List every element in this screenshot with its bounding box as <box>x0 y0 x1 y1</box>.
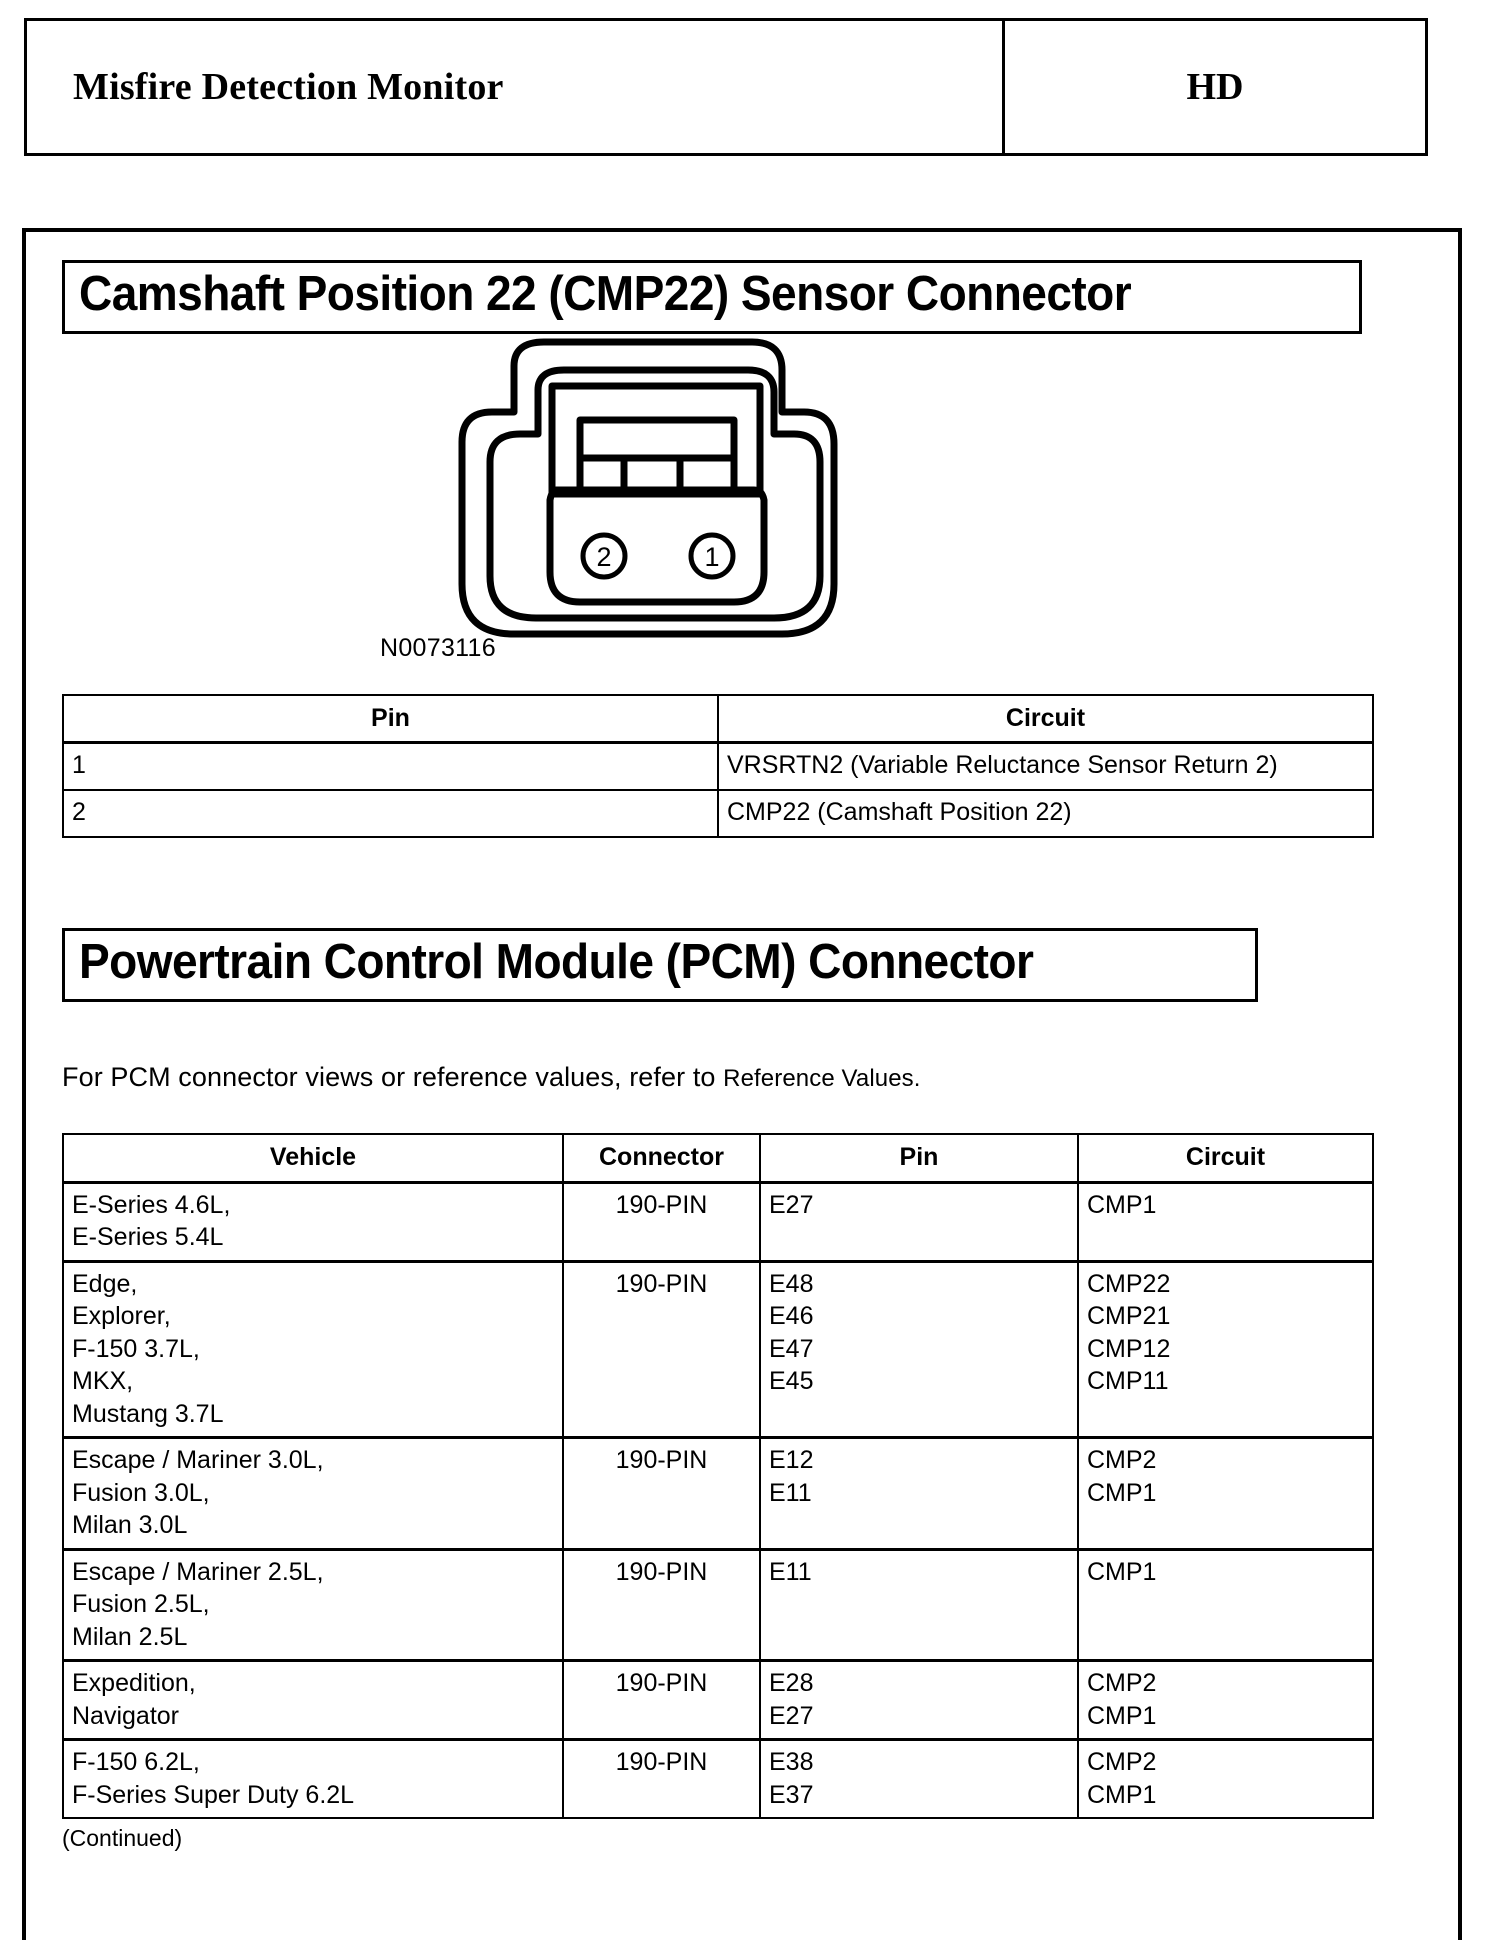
cmp22-connector-drawing: 2 1 N0073116 <box>62 334 1422 694</box>
cmp22-pin-circuit-table: Pin Circuit 1 VRSRTN2 (Variable Reluctan… <box>62 693 1374 839</box>
cell-pin: E27 <box>759 1180 1079 1263</box>
connector-illustration-svg: 2 1 <box>458 338 838 638</box>
cell-vehicle: F-150 6.2L,F-Series Super Duty 6.2L <box>62 1738 564 1820</box>
cmp22-section-heading: Camshaft Position 22 (CMP22) Sensor Conn… <box>62 260 1362 334</box>
cell-circuit: CMP1 <box>1077 1547 1374 1662</box>
page-header: Misfire Detection Monitor HD <box>24 18 1428 156</box>
col-header-circuit: Circuit <box>1077 1133 1374 1184</box>
cell-connector: 190-PIN <box>562 1180 761 1263</box>
table-row: 1 VRSRTN2 (Variable Reluctance Sensor Re… <box>62 741 1374 792</box>
col-header-connector: Connector <box>562 1133 761 1184</box>
pcm-reference-note: For PCM connector views or reference val… <box>62 1062 1422 1093</box>
content-column: Camshaft Position 22 (CMP22) Sensor Conn… <box>62 232 1422 1852</box>
cmp22-heading-text: Camshaft Position 22 (CMP22) Sensor Conn… <box>79 267 1132 321</box>
pcm-note-lead: For PCM connector views or reference val… <box>62 1062 724 1093</box>
cell-vehicle: Edge,Explorer,F-150 3.7L,MKX,Mustang 3.7… <box>62 1259 564 1439</box>
page-title-cell: Misfire Detection Monitor <box>27 21 1005 153</box>
pin-markers: 2 1 <box>580 532 736 580</box>
table-header-row: Vehicle Connector Pin Circuit <box>62 1133 1374 1184</box>
table-row: Edge,Explorer,F-150 3.7L,MKX,Mustang 3.7… <box>62 1259 1374 1439</box>
pin-1-label: 1 <box>704 542 719 572</box>
col-header-vehicle: Vehicle <box>62 1133 564 1184</box>
drawing-part-number: N0073116 <box>380 633 496 662</box>
pin-2-circle <box>580 532 628 580</box>
cell-vehicle: Escape / Mariner 2.5L,Fusion 2.5L,Milan … <box>62 1547 564 1662</box>
cell-pin: E11 <box>759 1547 1079 1662</box>
page-title: Misfire Detection Monitor <box>73 66 504 108</box>
cell-circuit: VRSRTN2 (Variable Reluctance Sensor Retu… <box>717 741 1374 792</box>
cell-vehicle: Expedition,Navigator <box>62 1659 564 1741</box>
cell-vehicle: Escape / Mariner 3.0L,Fusion 3.0L,Milan … <box>62 1436 564 1551</box>
table-header-row: Pin Circuit <box>62 693 1374 745</box>
table-row: Escape / Mariner 2.5L,Fusion 2.5L,Milan … <box>62 1547 1374 1662</box>
cell-connector: 190-PIN <box>562 1259 761 1439</box>
col-header-pin: Pin <box>62 693 719 745</box>
col-header-circuit: Circuit <box>717 693 1374 745</box>
cell-connector: 190-PIN <box>562 1436 761 1551</box>
pin-1-circle <box>688 532 736 580</box>
page-body: Camshaft Position 22 (CMP22) Sensor Conn… <box>22 228 1462 1940</box>
cell-vehicle: E-Series 4.6L,E-Series 5.4L <box>62 1180 564 1263</box>
table-row: 2 CMP22 (Camshaft Position 22) <box>62 789 1374 839</box>
cell-connector: 190-PIN <box>562 1738 761 1820</box>
table-row: Escape / Mariner 3.0L,Fusion 3.0L,Milan … <box>62 1436 1374 1551</box>
pcm-section-heading: Powertrain Control Module (PCM) Connecto… <box>62 928 1258 1003</box>
col-header-pin: Pin <box>759 1133 1079 1184</box>
cell-pin: 2 <box>62 789 719 839</box>
cell-connector: 190-PIN <box>562 1659 761 1741</box>
page-code-cell: HD <box>1005 21 1425 153</box>
continued-label: (Continued) <box>62 1825 183 1852</box>
pin-2-label: 2 <box>596 542 611 572</box>
cell-pin: 1 <box>62 741 719 792</box>
cell-connector: 190-PIN <box>562 1547 761 1662</box>
reference-values-link[interactable]: Reference Values. <box>723 1065 921 1093</box>
cell-circuit: CMP1 <box>1077 1180 1374 1263</box>
page-code: HD <box>1186 66 1244 108</box>
pcm-vehicle-pin-table: Vehicle Connector Pin Circuit E-Series 4… <box>62 1133 1374 1820</box>
pcm-heading-text: Powertrain Control Module (PCM) Connecto… <box>79 935 1034 990</box>
cell-circuit: CMP22 (Camshaft Position 22) <box>717 789 1374 839</box>
